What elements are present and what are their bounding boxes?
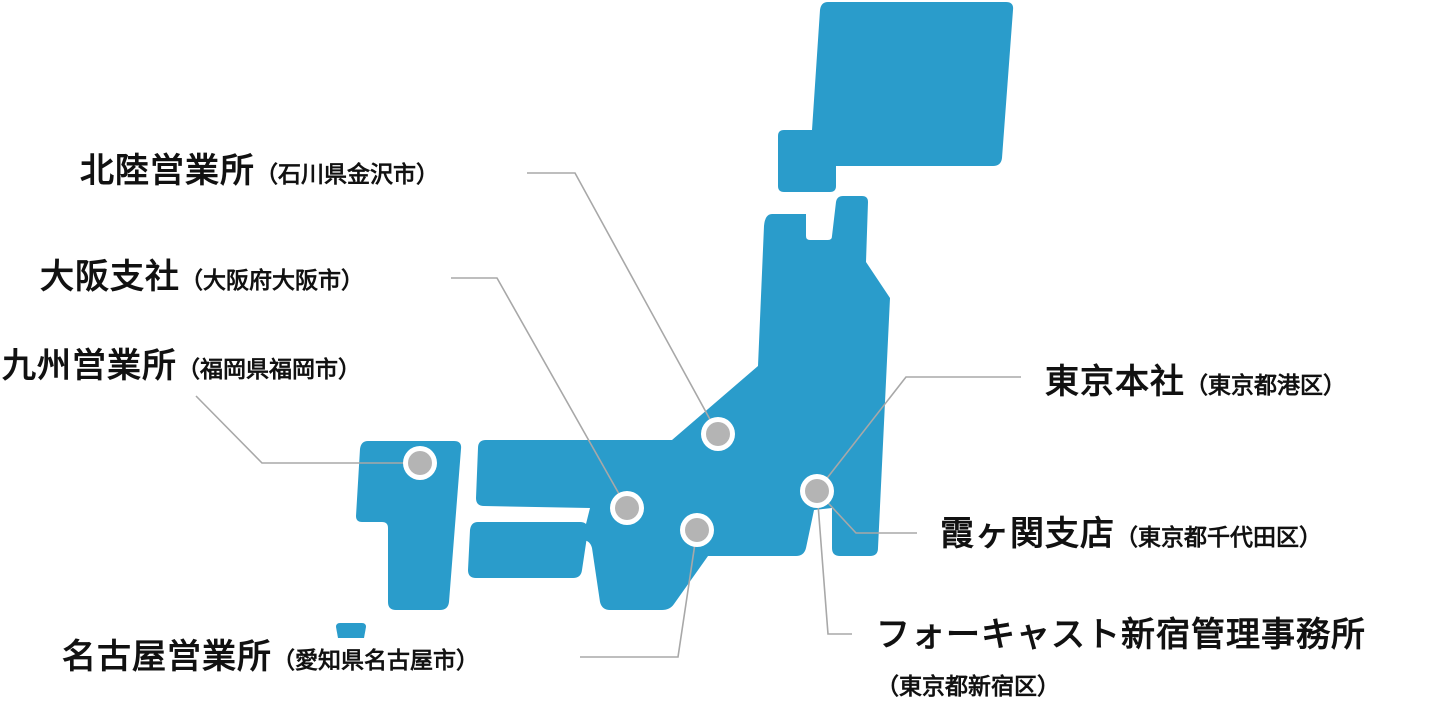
office-name-hokuriku: 北陸営業所: [80, 151, 255, 191]
office-label-kasumigaseki: 霞ヶ関支店（東京都千代田区）: [940, 517, 1322, 551]
office-label-hokuriku: 北陸営業所（石川県金沢市）: [80, 154, 439, 188]
leader-line-forecast: [816, 490, 852, 635]
office-location-kasumigaseki: （東京都千代田区）: [1115, 525, 1322, 551]
honshu-region: [476, 196, 890, 610]
office-location-tokyo: （東京都港区）: [1185, 373, 1346, 399]
pin-osaka: [610, 491, 644, 525]
office-location-forecast-line: （東京都新宿区）: [876, 676, 1060, 699]
shikoku-region: [468, 522, 588, 578]
office-label-forecast: フォーキャスト新宿管理事務所: [876, 618, 1366, 652]
office-location-osaka: （大阪府大阪市）: [180, 268, 364, 294]
leader-line-nagoya: [580, 529, 698, 658]
office-location-nagoya: （愛知県名古屋市）: [272, 648, 479, 674]
office-location-hokuriku: （石川県金沢市）: [255, 162, 439, 188]
leader-line-osaka: [451, 277, 628, 509]
leader-line-kasumigaseki: [816, 490, 917, 534]
office-name-kyushu: 九州営業所: [2, 346, 177, 386]
office-location-kyushu: （福岡県福岡市）: [177, 357, 361, 383]
office-name-kasumigaseki: 霞ヶ関支店: [940, 514, 1115, 554]
office-name-forecast: フォーキャスト新宿管理事務所: [876, 615, 1366, 655]
hokkaido-region: [778, 2, 1014, 192]
pin-nagoya: [680, 513, 714, 547]
office-name-nagoya: 名古屋営業所: [62, 637, 272, 677]
pin-hokuriku: [701, 417, 735, 451]
leader-line-tokyo: [816, 376, 1021, 492]
office-label-osaka: 大阪支社（大阪府大阪市）: [40, 260, 364, 294]
office-name-tokyo: 東京本社: [1045, 362, 1185, 402]
office-label-nagoya: 名古屋営業所（愛知県名古屋市）: [62, 640, 479, 674]
kyushu-region: [356, 441, 462, 610]
pin-kyushu: [403, 446, 437, 480]
office-name-osaka: 大阪支社: [40, 257, 180, 297]
leader-line-hokuriku: [527, 172, 719, 435]
office-label-kyushu: 九州営業所（福岡県福岡市）: [2, 349, 361, 383]
okinawa-region: [336, 623, 366, 638]
office-label-tokyo: 東京本社（東京都港区）: [1045, 365, 1346, 399]
pin-tokyo: [800, 474, 834, 508]
leader-line-kyushu: [195, 395, 420, 464]
office-location-forecast: （東京都新宿区）: [876, 674, 1060, 700]
